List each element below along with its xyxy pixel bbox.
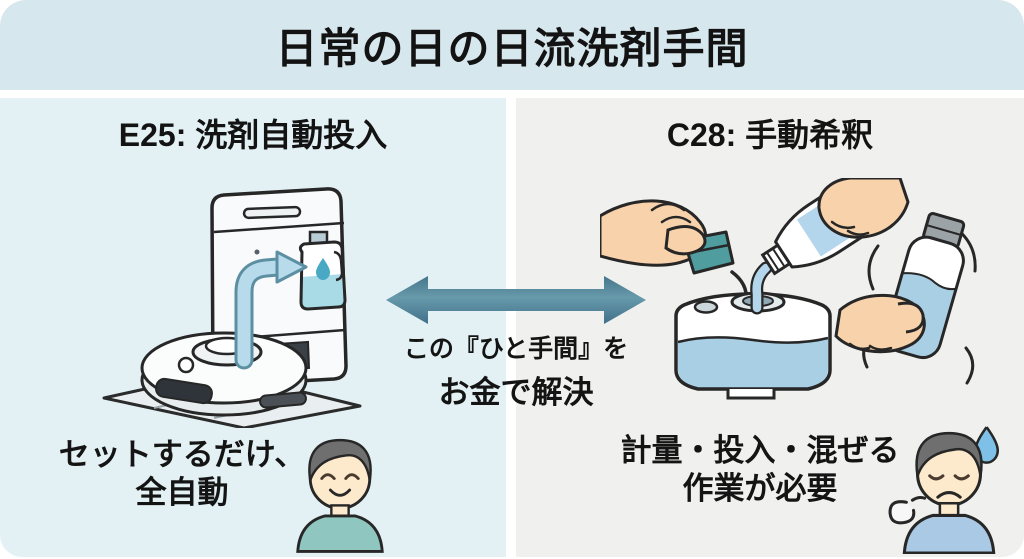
shirt [902,513,996,554]
page-title: 日常の日の日流洗剤手間 [275,24,749,72]
right-panel-heading: C28: 手動希釈 [666,117,874,153]
auto-dispense-arrow-icon [234,250,308,370]
left-caption-line2: 全自動 [135,475,229,511]
right-caption-line1: 計量・投入・混ぜる [620,433,900,468]
left-panel-heading: E25: 洗剤自動投入 [118,117,388,153]
smile [328,488,352,497]
robot-vacuum [140,331,308,417]
pour-stream [750,261,773,315]
shaking-bottle-hand [834,212,977,385]
center-message: この『ひと手間』を お金で解決 [381,274,651,412]
detergent-bottle-icon [298,230,347,311]
stressed-person-icon [888,426,1000,554]
shirt [296,514,384,553]
happy-person-icon [296,438,384,553]
header-bar: 日常の日の日流洗剤手間 [0,0,1024,90]
left-caption: セットするだけ、 全自動 [14,436,350,513]
manual-measure-pour-shake-illustration [600,178,977,400]
robot-vacuum-auto-dock-illustration [102,187,362,428]
center-message-line1: この『ひと手間』を [403,335,629,363]
right-caption: 計量・投入・混ぜる 作業が必要 [572,432,948,509]
pouring-hand [817,178,910,239]
panel-e25-auto: E25: 洗剤自動投入 [0,98,506,557]
measuring-cap-hand [600,199,735,275]
right-caption-line2: 作業が必要 [682,471,838,507]
sigh-puff-icon [888,495,927,525]
panel-c28-manual: C28: 手動希釈 [516,98,1024,557]
frown [936,491,962,499]
hair [915,431,983,478]
center-message-line2: お金で解決 [438,375,594,410]
double-arrow-icon [386,276,646,324]
left-caption-line1: セットするだけ、 [58,437,306,472]
hair [308,438,372,482]
